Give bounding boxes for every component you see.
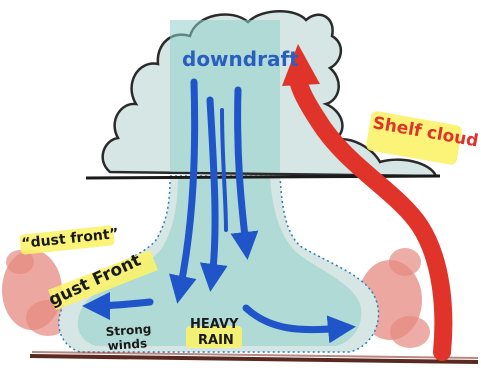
label-heavy-rain-2: RAIN bbox=[198, 333, 234, 348]
label-strong-winds-2: winds bbox=[107, 336, 147, 353]
label-downdraft: downdraft bbox=[182, 47, 299, 71]
arrow-left bbox=[96, 302, 150, 306]
cloud-base-line bbox=[86, 176, 440, 178]
label-heavy-rain-1: HEAVY bbox=[190, 317, 239, 332]
